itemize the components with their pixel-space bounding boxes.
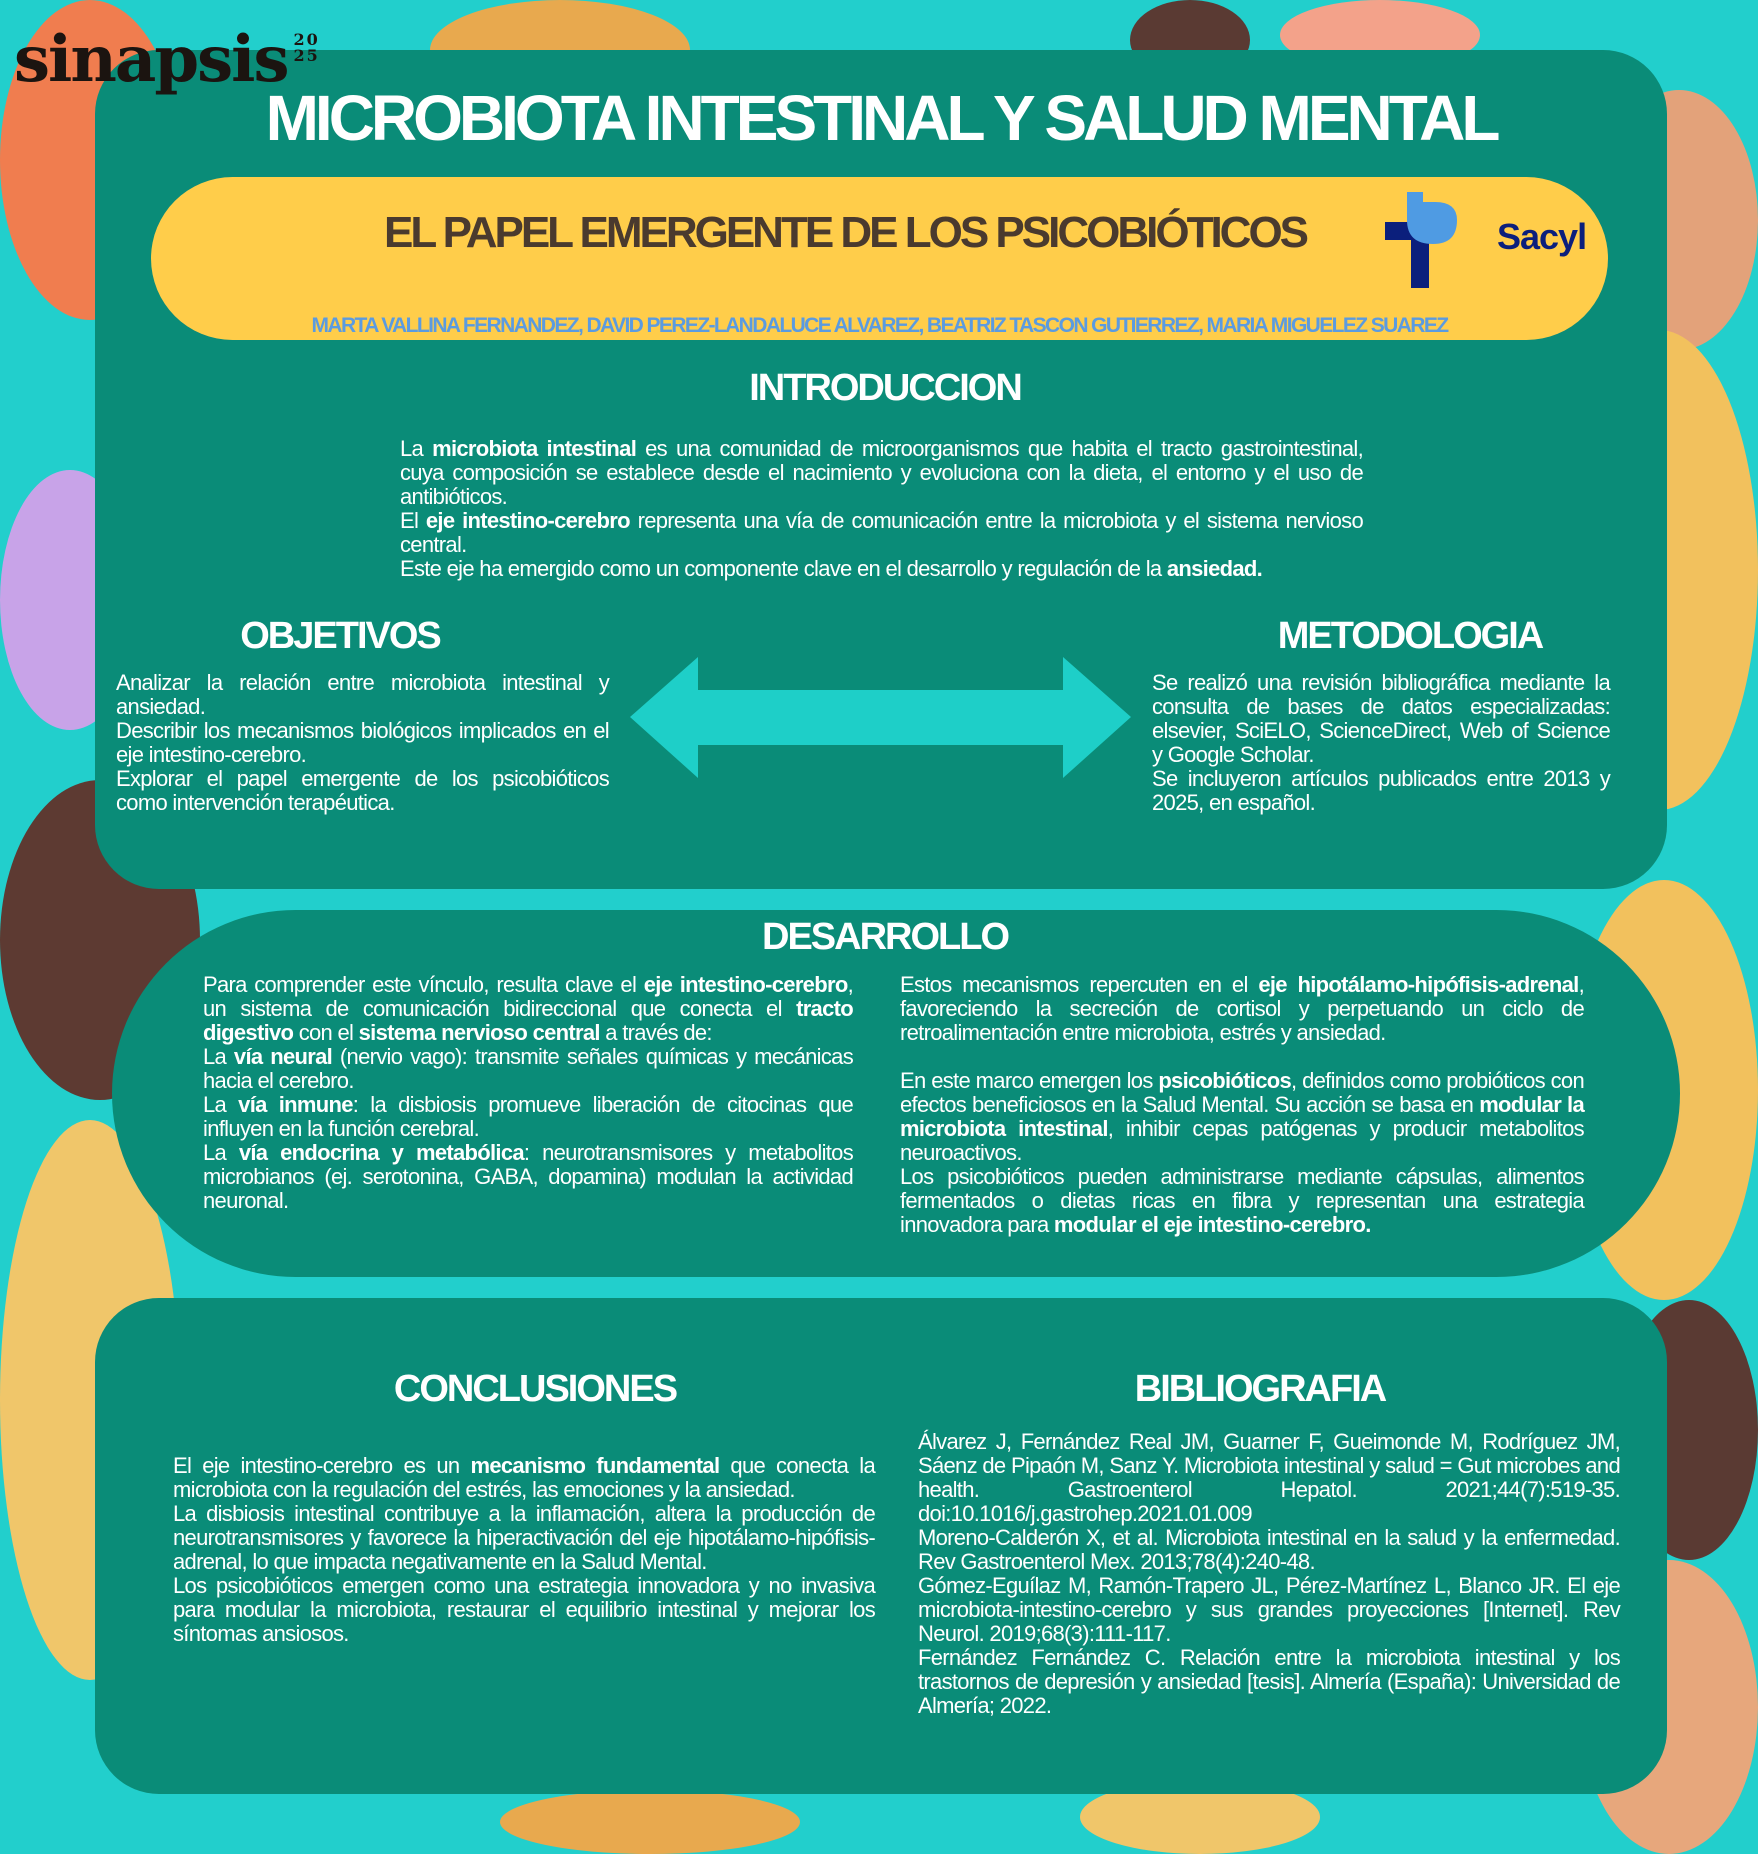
- bold-text: vía neural: [233, 1044, 333, 1069]
- introduccion-text: La microbiota intestinal es una comunida…: [400, 436, 1364, 581]
- section-title-objetivos: OBJETIVOS: [240, 615, 442, 657]
- desarrollo-left-text: Para comprender este vínculo, resulta cl…: [203, 972, 854, 1213]
- section-title-metodologia: METODOLOGIA: [1277, 615, 1544, 657]
- logo-mark: 20 25: [293, 30, 320, 65]
- bold-text: vía endocrina y metabólica: [238, 1140, 525, 1165]
- logo-text: sinapsis: [14, 22, 289, 97]
- subtitle-banner: [151, 177, 1608, 340]
- paragraph: Fernández Fernández C. Relación entre la…: [918, 1645, 1621, 1718]
- text: (nervio vago): transmite señales química…: [203, 1044, 854, 1093]
- bg-shape: [500, 1790, 800, 1854]
- bold-text: eje hipotálamo-hipófisis-adrenal: [1258, 972, 1579, 997]
- paragraph: La vía inmune: la disbiosis promueve lib…: [203, 1092, 854, 1141]
- paragraph: Estos mecanismos repercuten en el eje hi…: [900, 972, 1585, 1045]
- paragraph: Este eje ha emergido como un componente …: [400, 557, 1363, 581]
- bold-text: vía inmune: [238, 1092, 353, 1117]
- desarrollo-right-text: Estos mecanismos repercuten en el eje hi…: [900, 972, 1585, 1237]
- poster-subtitle: EL PAPEL EMERGENTE DE LOS PSICOBIÓTICOS: [383, 208, 1309, 257]
- paragraph: Gómez-Eguílaz M, Ramón-Trapero JL, Pérez…: [918, 1573, 1621, 1646]
- text: Álvarez J, Fernández Real JM, Guarner F,…: [918, 1429, 1621, 1526]
- paragraph: Moreno-Calderón X, et al. Microbiota int…: [918, 1525, 1621, 1574]
- paragraph: Analizar la relación entre microbiota in…: [116, 670, 610, 719]
- paragraph: Los psicobióticos emergen como una estra…: [173, 1573, 876, 1646]
- poster-title: MICROBIOTA INTESTINAL Y SALUD MENTAL: [265, 82, 1501, 154]
- paragraph: Se realizó una revisión bibliográfica me…: [1152, 670, 1611, 767]
- text: En este marco emergen los: [900, 1068, 1159, 1093]
- section-title-desarrollo: DESARROLLO: [762, 916, 1010, 958]
- text: a través de:: [599, 1020, 712, 1045]
- text: , un sistema de comunicación bidireccion…: [203, 972, 854, 1021]
- paragraph: Para comprender este vínculo, resulta cl…: [203, 972, 854, 1045]
- text: La disbiosis intestinal contribuye a la …: [173, 1501, 876, 1574]
- text: con el: [293, 1020, 359, 1045]
- paragraph: En este marco emergen los psicobióticos,…: [900, 1068, 1585, 1165]
- text: Los psicobióticos pueden administrarse m…: [900, 1164, 1585, 1237]
- text: Para comprender este vínculo, resulta cl…: [203, 972, 644, 997]
- sacyl-cross-icon: [1385, 192, 1457, 288]
- bold-text: eje intestino-cerebro: [643, 972, 849, 997]
- text: Gómez-Eguílaz M, Ramón-Trapero JL, Pérez…: [918, 1573, 1621, 1646]
- text: Analizar la relación entre microbiota in…: [116, 670, 610, 719]
- text: El eje intestino-cerebro es un: [173, 1453, 471, 1478]
- sacyl-wordmark: Sacyl: [1497, 216, 1587, 257]
- paragraph: El eje intestino-cerebro es un mecanismo…: [173, 1453, 876, 1502]
- paragraph: Se incluyeron artículos publicados entre…: [1152, 766, 1611, 815]
- paragraph: La vía endocrina y metabólica: neurotran…: [203, 1140, 854, 1213]
- text: Este eje ha emergido como un componente …: [400, 556, 1167, 581]
- authors: MARTA VALLINA FERNANDEZ, DAVID PEREZ-LAN…: [311, 314, 1450, 337]
- bold-text: eje intestino-cerebro: [425, 508, 631, 533]
- paragraph: El eje intestino-cerebro representa una …: [400, 508, 1364, 557]
- paragraph: Álvarez J, Fernández Real JM, Guarner F,…: [918, 1429, 1621, 1526]
- metodologia-text: Se realizó una revisión bibliográfica me…: [1152, 670, 1611, 815]
- paragraph: La disbiosis intestinal contribuye a la …: [173, 1501, 876, 1574]
- text: Explorar el papel emergente de los psico…: [116, 766, 610, 815]
- text: Se realizó una revisión bibliográfica me…: [1152, 670, 1611, 767]
- bold-text: ansiedad.: [1166, 556, 1263, 581]
- text: La: [203, 1044, 234, 1069]
- paragraph: Explorar el papel emergente de los psico…: [116, 766, 610, 815]
- section-title-introduccion: INTRODUCCION: [749, 367, 1023, 409]
- bottom-panel: [95, 1298, 1667, 1794]
- text: Los psicobióticos emergen como una estra…: [173, 1573, 876, 1646]
- text: que conecta la microbiota con la regulac…: [173, 1453, 876, 1502]
- conclusiones-text: El eje intestino-cerebro es un mecanismo…: [173, 1453, 876, 1646]
- paragraph: La microbiota intestinal es una comunida…: [400, 436, 1364, 509]
- desarrollo-panel: [112, 910, 1680, 1277]
- text: Se incluyeron artículos publicados entre…: [1152, 766, 1611, 815]
- bold-text: tracto digestivo: [203, 996, 854, 1045]
- objetivos-text: Analizar la relación entre microbiota in…: [116, 670, 610, 815]
- text: La: [400, 436, 433, 461]
- text: , inhibir cepas patógenas y producir met…: [900, 1116, 1585, 1165]
- text: La: [203, 1140, 239, 1165]
- paragraph: La vía neural (nervio vago): transmite s…: [203, 1044, 854, 1093]
- text: : la disbiosis promueve liberación de ci…: [203, 1092, 854, 1141]
- text: , definidos como probióticos con efectos…: [900, 1068, 1585, 1117]
- text: : neurotransmisores y metabolitos microb…: [203, 1140, 854, 1213]
- sacyl-logo: Sacyl: [1385, 190, 1595, 290]
- bold-text: sistema nervioso central: [358, 1020, 601, 1045]
- bold-text: mecanismo fundamental: [470, 1453, 720, 1478]
- text: Describir los mecanismos biológicos impl…: [116, 718, 610, 767]
- paragraph: Describir los mecanismos biológicos impl…: [116, 718, 610, 767]
- text: es una comunidad de microorganismos que …: [400, 436, 1364, 509]
- text: Fernández Fernández C. Relación entre la…: [918, 1645, 1621, 1718]
- text: La: [203, 1092, 239, 1117]
- double-arrow-icon: [630, 657, 1131, 778]
- paragraph: [900, 1045, 1584, 1069]
- text: Moreno-Calderón X, et al. Microbiota int…: [918, 1525, 1621, 1574]
- section-title-conclusiones: CONCLUSIONES: [393, 1368, 678, 1410]
- text: El: [400, 508, 426, 533]
- bold-text: modular el eje intestino-cerebro.: [1053, 1212, 1371, 1237]
- text: representa una vía de comunicación entre…: [400, 508, 1364, 557]
- bold-text: psicobióticos: [1158, 1068, 1292, 1093]
- text: Estos mecanismos repercuten en el: [900, 972, 1259, 997]
- bibliografia-text: Álvarez J, Fernández Real JM, Guarner F,…: [918, 1429, 1621, 1718]
- section-title-bibliografia: BIBLIOGRAFIA: [1134, 1368, 1387, 1410]
- bold-text: microbiota intestinal: [432, 436, 637, 461]
- text: , favoreciendo la secreción de cortisol …: [900, 972, 1585, 1045]
- bold-text: modular la microbiota intestinal: [900, 1092, 1585, 1141]
- paragraph: Los psicobióticos pueden administrarse m…: [900, 1164, 1585, 1237]
